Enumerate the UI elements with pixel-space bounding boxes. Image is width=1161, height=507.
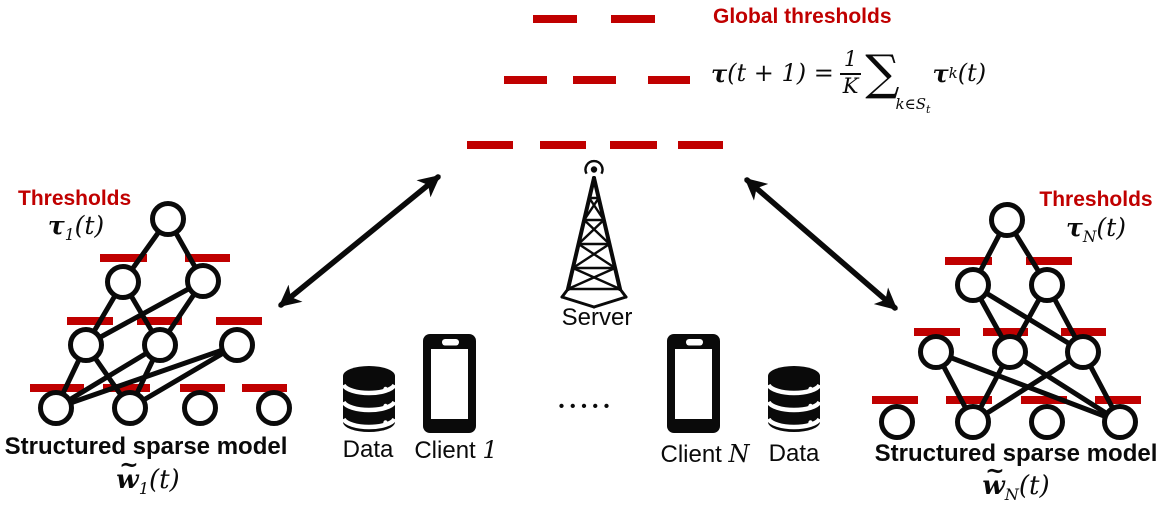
left-weight-label: ~w1(t) xyxy=(116,449,180,499)
neuron-node xyxy=(150,201,186,237)
phone-icon xyxy=(423,334,476,433)
right-sparse-network xyxy=(872,202,1141,440)
formula-tau-k-sub: k xyxy=(948,64,958,82)
right-thresholds-label: Thresholds xyxy=(1039,188,1153,211)
left-thresholds-label: Thresholds xyxy=(18,187,132,210)
sum-subscript: k∈St xyxy=(895,95,931,116)
neuron-node xyxy=(38,390,74,426)
neuron-node xyxy=(112,390,148,426)
neuron-node xyxy=(955,267,991,303)
formula-tau: τ xyxy=(711,58,728,88)
right-weight-label: ~wN(t) xyxy=(982,455,1050,505)
neuron-node xyxy=(142,327,178,363)
neuron-node xyxy=(955,404,991,440)
neuron-node xyxy=(1102,404,1138,440)
left-model-label: Structured sparse model xyxy=(4,433,288,460)
neuron-node xyxy=(1065,334,1101,370)
network-edge xyxy=(83,278,206,348)
left-tau-label: τ1(t) xyxy=(47,211,105,244)
right-tau-label: τN(t) xyxy=(1066,213,1126,246)
client-right-label: Client N xyxy=(660,440,750,468)
global-thresholds-pyramid xyxy=(467,15,723,149)
neuron-node xyxy=(68,327,104,363)
network-edge xyxy=(970,349,1086,425)
neuron-node xyxy=(105,264,141,300)
network-edge xyxy=(1007,349,1123,425)
phone-icon xyxy=(667,334,720,433)
neuron-node xyxy=(256,390,292,426)
neuron-node xyxy=(219,327,255,363)
neuron-node xyxy=(879,404,915,440)
network-edge xyxy=(53,342,163,411)
sum-symbol: ∑ xyxy=(865,44,900,101)
neuron-node xyxy=(1029,404,1065,440)
global-thresholds-label: Global thresholds xyxy=(713,5,892,28)
formula-rhs-args: (t) xyxy=(957,59,987,87)
neuron-node xyxy=(992,334,1028,370)
right-model-label: Structured sparse model xyxy=(874,440,1158,467)
w-tilde-symbol: ~w xyxy=(116,449,139,495)
neuron-node xyxy=(185,263,221,299)
data-right-label: Data xyxy=(768,440,820,467)
formula-lhs-args: (t + 1) = xyxy=(727,59,834,87)
network-edge xyxy=(53,342,240,411)
neuron-node xyxy=(1029,267,1065,303)
neuron-node xyxy=(989,202,1025,238)
formula-tau-k: τ xyxy=(932,58,949,88)
server-label: Server xyxy=(561,304,633,331)
clients-ellipsis: ••••• xyxy=(558,398,616,415)
network-edge xyxy=(127,342,240,411)
database-icon xyxy=(768,366,820,432)
neuron-node xyxy=(182,390,218,426)
left-sparse-network xyxy=(30,201,292,426)
w-tilde-symbol: ~w xyxy=(982,455,1005,501)
radio-tower-icon xyxy=(560,159,628,309)
neuron-node xyxy=(918,334,954,370)
client-left-label: Client 1 xyxy=(414,436,498,464)
data-left-label: Data xyxy=(342,436,394,463)
bidirectional-arrow-right xyxy=(744,177,898,311)
formula-numerator: 1 xyxy=(839,47,862,75)
database-icon xyxy=(343,366,395,432)
formula-denominator: K xyxy=(842,73,859,98)
bidirectional-arrow-left xyxy=(278,174,441,308)
